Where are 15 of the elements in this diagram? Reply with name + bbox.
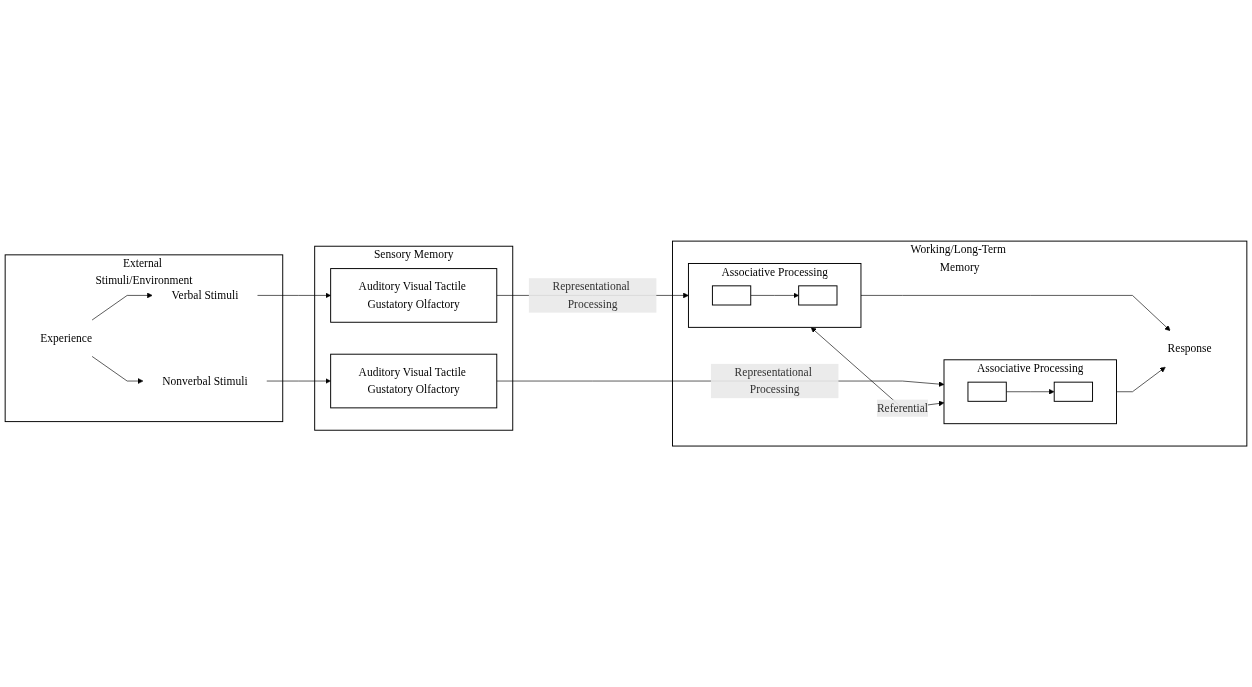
node-box — [967, 381, 1007, 402]
node-text: Response — [1167, 342, 1212, 355]
cluster: Associative Processing — [943, 359, 1117, 425]
node-box — [711, 285, 752, 306]
cluster: Associative Processing — [687, 262, 862, 328]
edge-label: Representational Processing — [552, 280, 630, 311]
edge-label: Referential — [876, 401, 929, 415]
node-text: Verbal Stimuli — [171, 288, 239, 302]
node-text: Nonverbal Stimuli — [162, 374, 248, 388]
edge-label: Representational Processing — [734, 365, 812, 396]
node-text: Experience — [40, 331, 93, 345]
node-box: Auditory Visual Tactile Gustatory Olfactory — [330, 353, 498, 409]
node-box — [798, 285, 838, 306]
node-box: Auditory Visual Tactile Gustatory Olfactory — [330, 268, 498, 323]
node-box — [1053, 381, 1094, 402]
